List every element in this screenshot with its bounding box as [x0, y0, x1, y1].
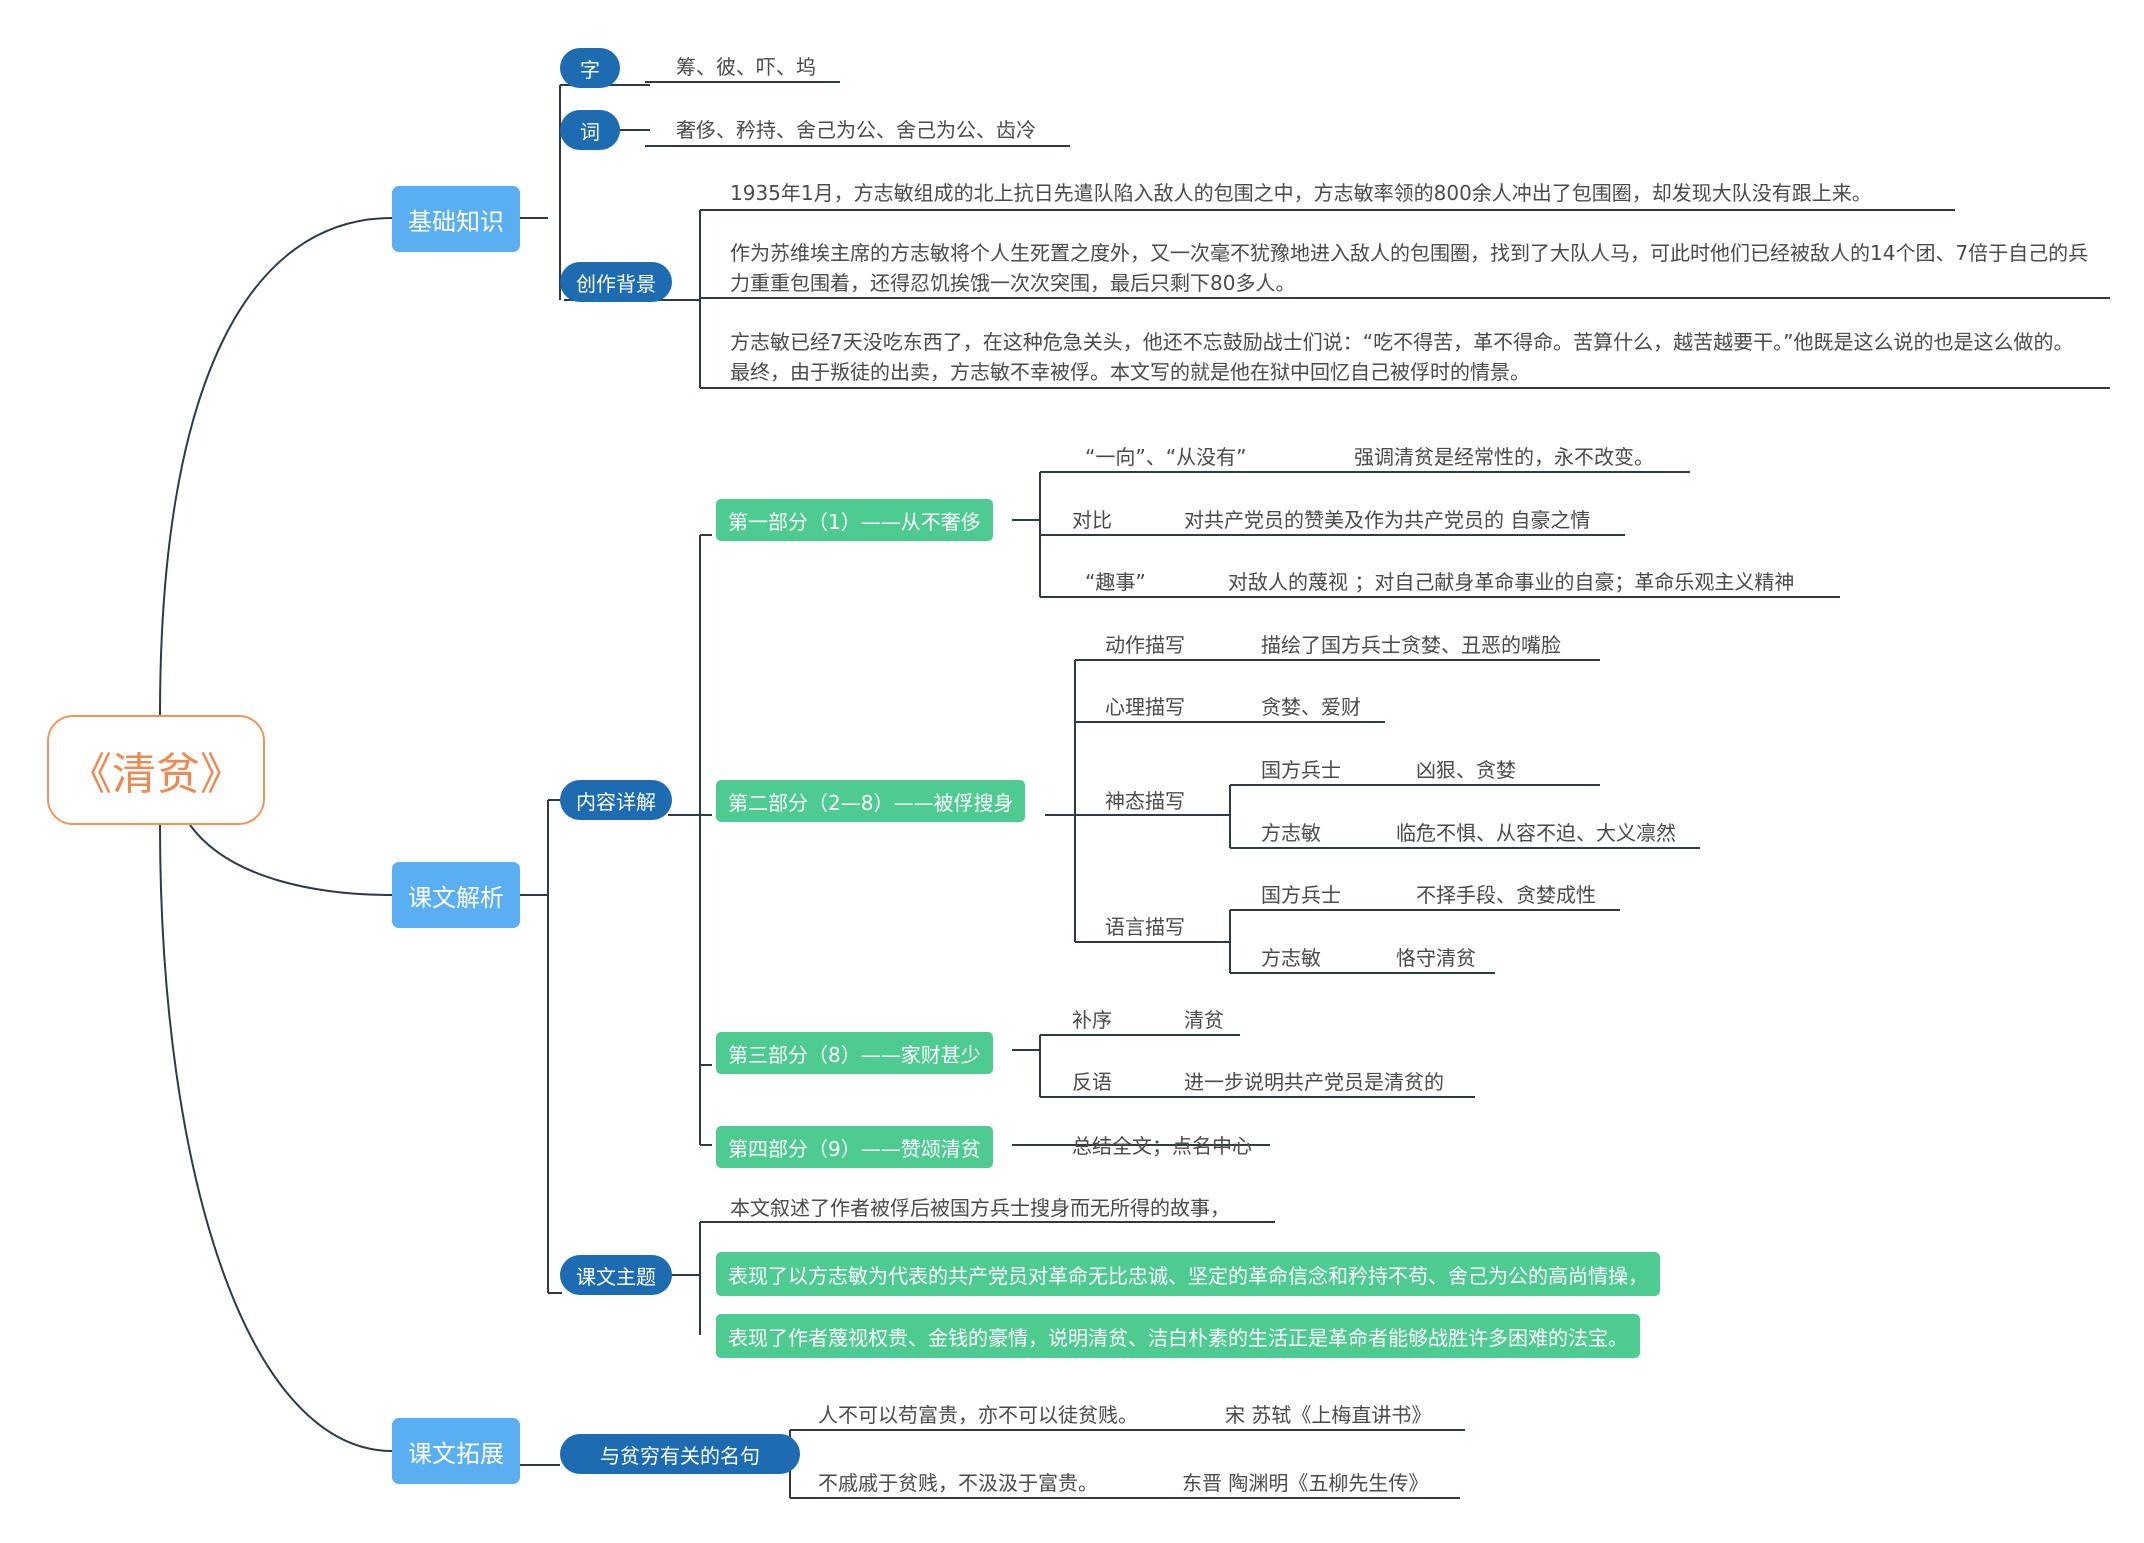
part1-item2-value: 对共产党员的赞美及作为共产党员的 自豪之情	[1184, 508, 1591, 532]
part2-language-key: 语言描写	[1105, 915, 1185, 939]
part2-language-a-key: 国方兵士	[1261, 883, 1341, 907]
part2-language-a-value: 不择手段、贪婪成性	[1416, 883, 1596, 907]
tag-ci[interactable]: 词	[560, 110, 620, 150]
quote-1-text: 人不可以苟富贵，亦不可以徒贫贱。	[818, 1403, 1138, 1427]
zi-content: 筹、彼、吓、坞	[676, 55, 816, 79]
part1-box[interactable]: 第一部分（1）——从不奢侈	[716, 499, 993, 541]
theme-line-2[interactable]: 表现了以方志敏为代表的共产党员对革命无比忠诚、坚定的革命信念和矜持不苟、舍己为公…	[716, 1252, 1660, 1296]
part4-box[interactable]: 第四部分（9）——赞颂清贫	[716, 1126, 993, 1168]
quote-2-text: 不戚戚于贫贱，不汲汲于富贵。	[818, 1471, 1098, 1495]
part1-item1-value: 强调清贫是经常性的，永不改变。	[1354, 445, 1654, 469]
part2-box[interactable]: 第二部分（2—8）——被俘搜身	[716, 780, 1026, 822]
connector-root-basics	[159, 217, 393, 716]
ci-content: 奢侈、矜持、舍己为公、舍己为公、齿冷	[676, 118, 1036, 142]
quote-2-source: 东晋 陶渊明《五柳先生传》	[1182, 1471, 1429, 1495]
part3-b-key: 反语	[1072, 1070, 1112, 1094]
part3-a-value: 清贫	[1184, 1008, 1224, 1032]
quote-1-source: 宋 苏轼《上梅直讲书》	[1225, 1403, 1432, 1427]
connector-root-analysis	[189, 824, 393, 896]
part2-mental-key: 心理描写	[1105, 695, 1185, 719]
part2-mental-value: 贪婪、爱财	[1261, 695, 1361, 719]
part4-value: 总结全文；点名中心	[1072, 1134, 1252, 1158]
background-paragraph-3: 方志敏已经7天没吃东西了，在这种危急关头，他还不忘鼓励战士们说：“吃不得苦，革不…	[730, 330, 2074, 384]
part1-item3-value: 对敌人的蔑视 ；对自己献身革命事业的自豪；革命乐观主义精神	[1228, 570, 1795, 594]
tag-content-detail[interactable]: 内容详解	[560, 780, 672, 820]
part3-a-key: 补序	[1072, 1008, 1112, 1032]
branch-analysis[interactable]: 课文解析	[392, 862, 520, 928]
part2-expression-a-key: 国方兵士	[1261, 758, 1341, 782]
part2-action-value: 描绘了国方兵士贪婪、丑恶的嘴脸	[1261, 633, 1561, 657]
theme-line-3[interactable]: 表现了作者蔑视权贵、金钱的豪情，说明清贫、洁白朴素的生活正是革命者能够战胜许多困…	[716, 1314, 1640, 1358]
root-title[interactable]: 《清贫》	[47, 715, 265, 825]
theme-line-1: 本文叙述了作者被俘后被国方兵士搜身而无所得的故事，	[730, 1196, 1230, 1220]
part2-expression-b-key: 方志敏	[1261, 821, 1321, 845]
part2-language-b-value: 恪守清贫	[1396, 946, 1476, 970]
part2-action-key: 动作描写	[1105, 633, 1185, 657]
part2-expression-key: 神态描写	[1105, 789, 1185, 813]
tag-quotes[interactable]: 与贫穷有关的名句	[560, 1434, 800, 1474]
part3-b-value: 进一步说明共产党员是清贫的	[1184, 1070, 1444, 1094]
part2-language-b-key: 方志敏	[1261, 946, 1321, 970]
part2-expression-a-value: 凶狠、贪婪	[1416, 758, 1516, 782]
background-paragraph-1: 1935年1月，方志敏组成的北上抗日先遣队陷入敌人的包围之中，方志敏率领的800…	[730, 181, 1872, 205]
connector-root-extension	[159, 824, 393, 1452]
part1-item3-key: “趣事”	[1085, 570, 1146, 594]
part2-expression-b-value: 临危不惧、从容不迫、大义凛然	[1396, 821, 1676, 845]
part3-box[interactable]: 第三部分（8）——家财甚少	[716, 1032, 993, 1074]
part1-item2-key: 对比	[1072, 508, 1112, 532]
tag-theme[interactable]: 课文主题	[560, 1255, 672, 1295]
tag-zi[interactable]: 字	[560, 48, 620, 88]
background-paragraph-2: 作为苏维埃主席的方志敏将个人生死置之度外，又一次毫不犹豫地进入敌人的包围圈，找到…	[730, 241, 2089, 295]
tag-background[interactable]: 创作背景	[560, 262, 672, 302]
part1-item1-key: “一向”、“从没有”	[1085, 445, 1247, 469]
branch-extension[interactable]: 课文拓展	[392, 1418, 520, 1484]
branch-basics[interactable]: 基础知识	[392, 186, 520, 252]
